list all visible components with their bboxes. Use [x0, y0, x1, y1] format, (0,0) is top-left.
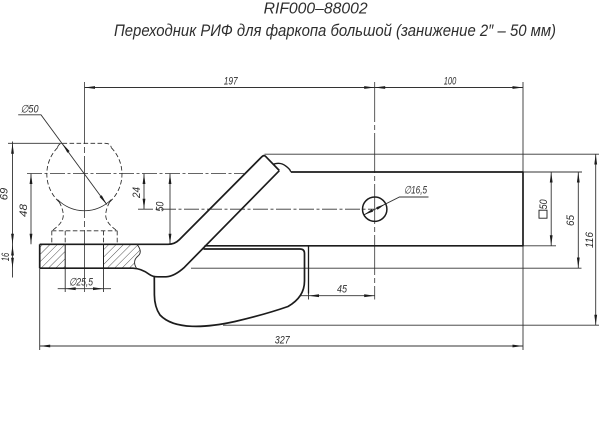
- svg-text:Переходник РИФ для фаркопа бол: Переходник РИФ для фаркопа большой (зани…: [114, 21, 556, 40]
- svg-text:48: 48: [18, 204, 30, 217]
- svg-text:∅50: ∅50: [21, 103, 39, 115]
- svg-text:∅25,5: ∅25,5: [69, 277, 94, 289]
- svg-text:100: 100: [444, 75, 457, 87]
- svg-text:∅16,5: ∅16,5: [404, 185, 428, 197]
- svg-text:RIF000–88002: RIF000–88002: [264, 1, 368, 18]
- svg-text:50: 50: [538, 199, 550, 209]
- svg-text:197: 197: [224, 75, 239, 87]
- svg-text:65: 65: [565, 214, 577, 226]
- svg-text:45: 45: [337, 283, 348, 295]
- svg-text:16: 16: [0, 253, 12, 262]
- svg-text:24: 24: [131, 187, 143, 199]
- svg-text:116: 116: [584, 232, 596, 248]
- svg-text:69: 69: [0, 188, 11, 201]
- svg-text:50: 50: [154, 202, 166, 212]
- svg-text:327: 327: [275, 335, 291, 347]
